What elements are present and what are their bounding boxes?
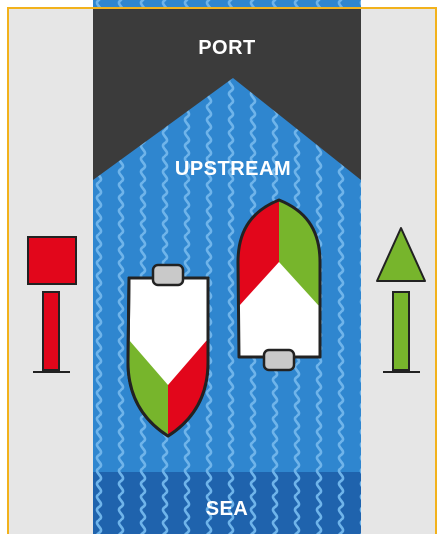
port-label: PORT <box>198 37 256 59</box>
boat-heading-upstream-icon <box>238 200 320 370</box>
marker-pole-red <box>43 292 59 370</box>
upstream-label: UPSTREAM <box>175 158 291 180</box>
sea-label: SEA <box>206 498 249 520</box>
boat-heading-downstream-icon <box>128 265 208 436</box>
marker-topmark-square <box>28 237 76 284</box>
marker-pole-green <box>393 292 409 370</box>
boat-right-fender <box>264 350 294 370</box>
boat-left-fender <box>153 265 183 285</box>
